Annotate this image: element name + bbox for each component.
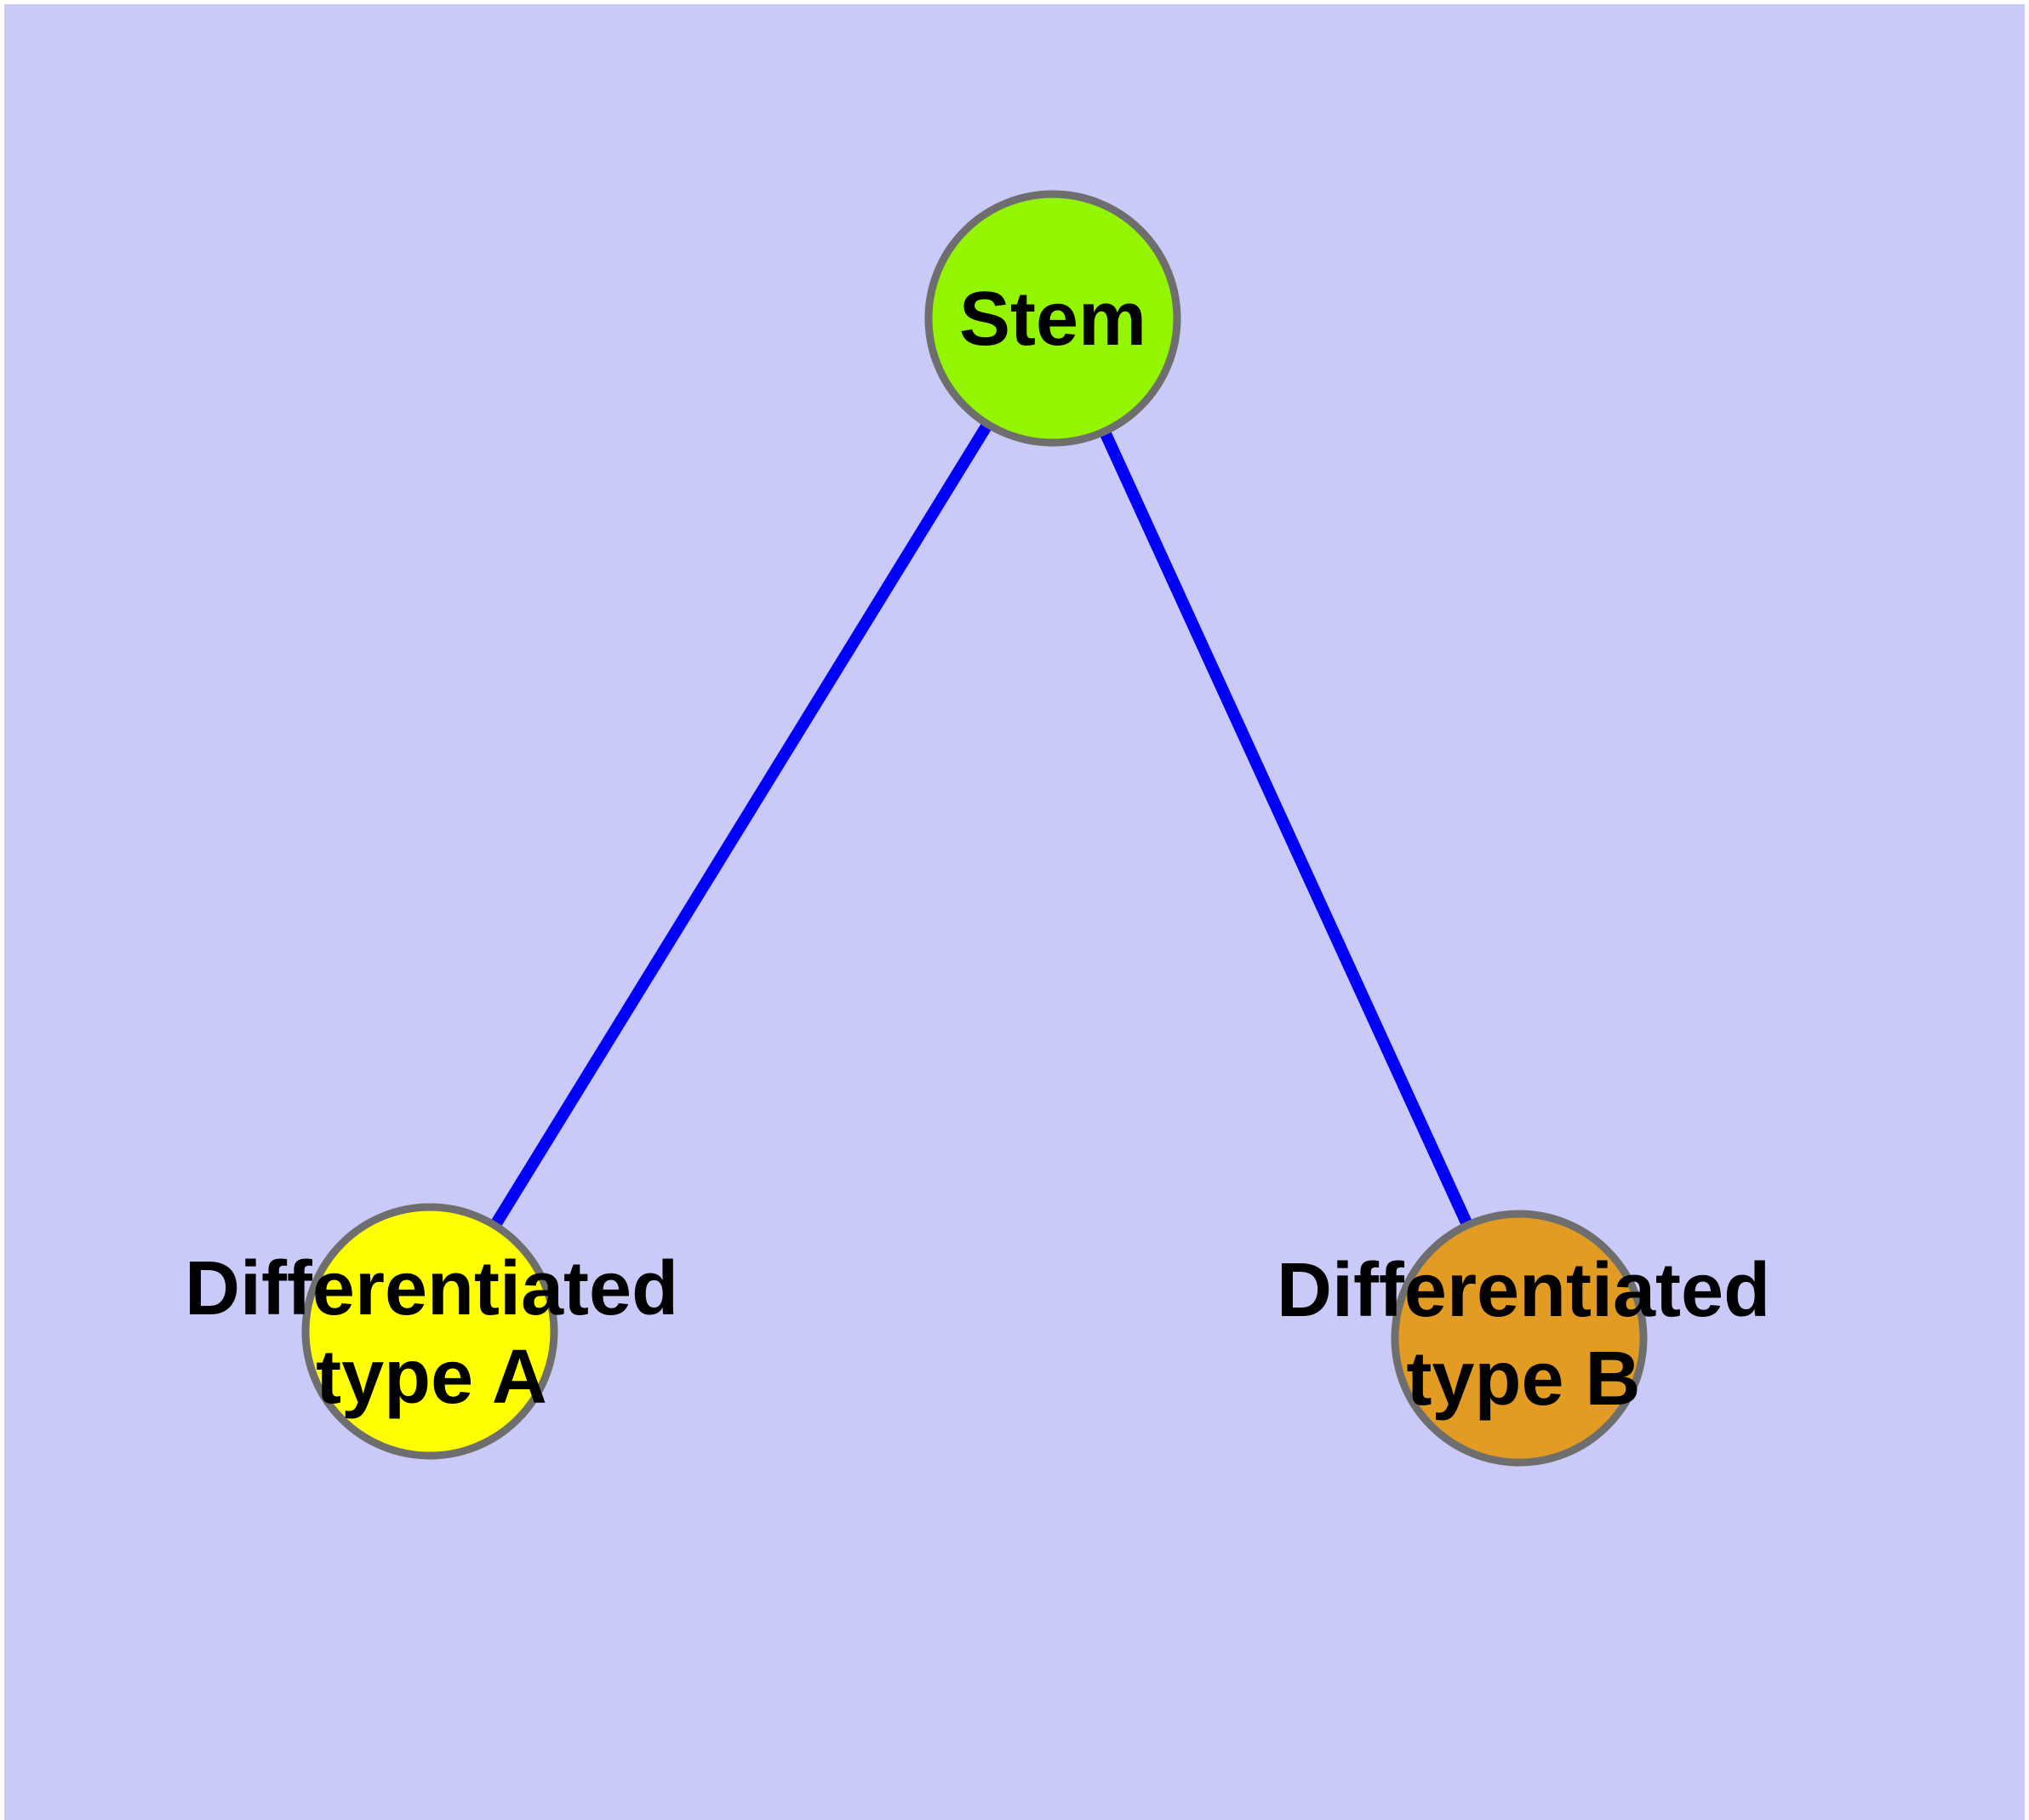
node-differentiated-type-b-circle xyxy=(1391,1210,1648,1467)
edge-stem-to-type-b xyxy=(1047,316,1525,1341)
edge-stem-to-type-a xyxy=(425,315,1058,1335)
node-differentiated-type-a-circle xyxy=(301,1203,558,1460)
node-stem-circle xyxy=(924,190,1181,447)
